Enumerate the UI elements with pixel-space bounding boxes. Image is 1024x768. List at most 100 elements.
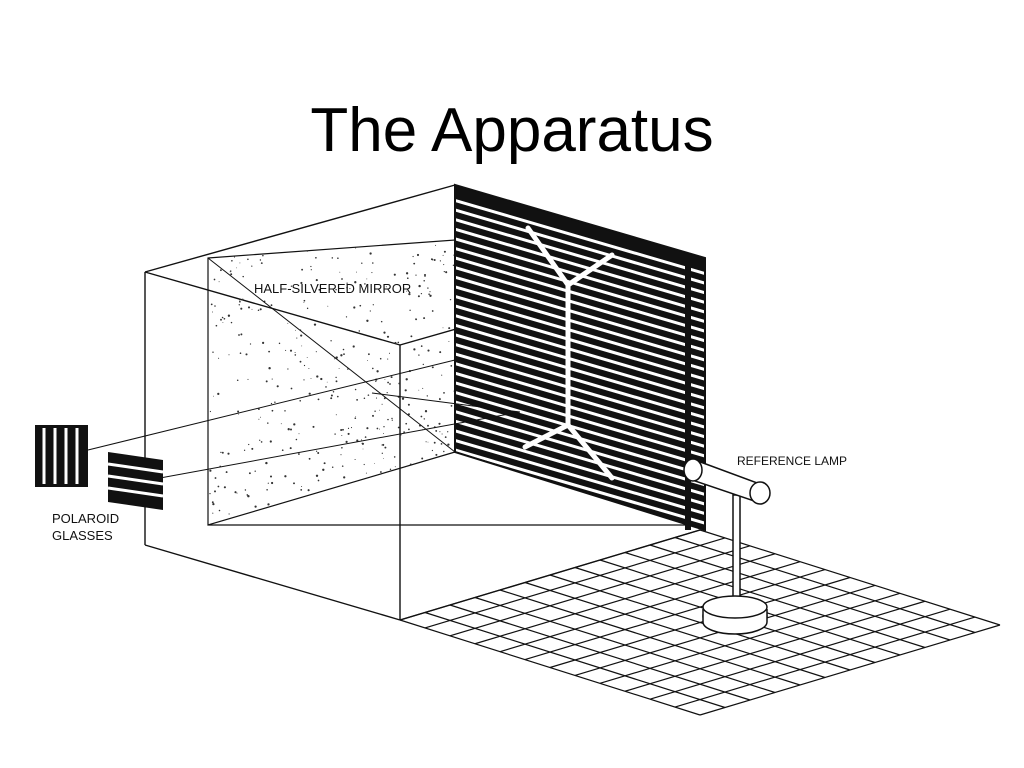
mirror-stipple: [236, 267, 237, 269]
mirror-stipple: [309, 510, 312, 512]
floor-grid-line: [699, 624, 1001, 716]
mirror-stipple: [228, 513, 230, 515]
mirror-stipple: [391, 419, 393, 421]
panel-stripe: [455, 242, 705, 328]
mirror-stipple: [303, 299, 306, 302]
mirror-stipple: [372, 304, 374, 306]
mirror-stipple: [440, 443, 443, 445]
mirror-stipple: [303, 379, 305, 381]
mirror-stipple: [427, 287, 429, 289]
mirror-stipple: [258, 418, 260, 420]
mirror-stipple: [398, 382, 401, 385]
mirror-stipple: [355, 271, 357, 273]
mirror-stipple: [446, 483, 449, 486]
mirror-stipple: [310, 378, 312, 380]
mirror-stipple: [236, 492, 238, 494]
mirror-stipple: [384, 379, 386, 380]
mirror-stipple: [388, 352, 391, 354]
mirror-stipple: [231, 259, 233, 262]
mirror-stipple: [361, 262, 363, 264]
mirror-stipple: [300, 281, 303, 285]
mirror-stipple: [284, 475, 287, 478]
mirror-stipple: [439, 351, 442, 354]
mirror-stipple: [411, 489, 414, 493]
mirror-stipple: [331, 257, 334, 259]
mirror-stipple: [438, 422, 441, 425]
panel-stripe: [455, 252, 705, 338]
mirror-stipple: [267, 482, 269, 484]
mirror-stipple: [247, 306, 251, 309]
mirror-stipple: [214, 490, 216, 493]
panel-stripe: [455, 271, 705, 357]
mirror-stipple: [351, 505, 353, 507]
mirror-stipple: [318, 506, 320, 508]
mirror-stipple: [338, 368, 340, 370]
mirror-stipple: [381, 477, 383, 479]
mirror-stipple: [342, 498, 345, 501]
mirror-stipple: [274, 401, 276, 403]
mirror-stipple: [447, 443, 450, 446]
mirror-stipple: [346, 286, 348, 289]
mirror-stipple: [270, 304, 273, 307]
mirror-stipple: [257, 309, 260, 312]
mirror-stipple: [432, 474, 435, 477]
mirror-stipple: [301, 486, 303, 487]
mirror-stipple: [238, 334, 240, 336]
mirror-stipple: [287, 428, 290, 431]
mirror-stipple: [423, 273, 427, 277]
mirror-stipple: [267, 503, 270, 506]
mirror-stipple: [336, 395, 339, 398]
mirror-stipple: [230, 273, 233, 276]
mirror-stipple: [397, 341, 400, 344]
mirror-stipple: [386, 335, 390, 338]
mirror-stipple: [257, 250, 259, 253]
mirror-stipple: [339, 271, 341, 273]
panel-stripe: [455, 348, 705, 434]
mirror-stipple: [322, 468, 325, 471]
mirror-stipple: [422, 387, 424, 389]
mirror-stipple: [230, 321, 233, 324]
mirror-stipple: [359, 504, 362, 507]
mirror-stipple: [347, 368, 349, 370]
floor-grid-line: [549, 576, 851, 669]
mirror-stipple: [271, 481, 274, 485]
mirror-stipple: [323, 244, 325, 246]
mirror-stipple: [383, 426, 385, 428]
mirror-stipple: [276, 385, 279, 388]
label-polaroid-glasses-line2: GLASSES: [52, 528, 113, 543]
mirror-stipple: [408, 428, 410, 431]
mirror-stipple: [366, 319, 369, 322]
mirror-stipple: [443, 271, 445, 273]
mirror-stipple: [422, 502, 424, 504]
mirror-stipple: [389, 468, 392, 471]
mirror-stipple: [312, 425, 315, 428]
mirror-stipple: [382, 433, 384, 434]
mirror-stipple: [270, 402, 273, 405]
mirror-stipple: [435, 429, 438, 432]
mirror-stipple: [334, 511, 337, 514]
mirror-stipple: [356, 398, 359, 401]
mirror-stipple: [350, 490, 353, 493]
mirror-stipple: [423, 418, 426, 420]
mirror-stipple: [427, 349, 430, 352]
mirror-stipple: [448, 327, 451, 330]
mirror-stipple: [378, 485, 379, 487]
mirror-stipple: [331, 466, 334, 468]
mirror-stipple: [367, 394, 370, 396]
mirror-stipple: [407, 510, 409, 513]
mirror-stipple: [381, 508, 385, 511]
mirror-stipple: [254, 505, 257, 508]
mirror-stipple: [376, 370, 379, 373]
mirror-stipple: [221, 451, 224, 454]
mirror-stipple: [332, 391, 335, 393]
reference-lamp: [683, 458, 771, 635]
mirror-stipple: [441, 433, 443, 435]
mirror-stipple: [343, 353, 345, 355]
mirror-stipple: [271, 378, 273, 380]
mirror-stipple: [209, 492, 211, 495]
mirror-stipple: [359, 304, 362, 307]
mirror-stipple: [316, 375, 319, 378]
mirror-stipple: [259, 308, 262, 311]
mirror-stipple: [364, 436, 367, 438]
